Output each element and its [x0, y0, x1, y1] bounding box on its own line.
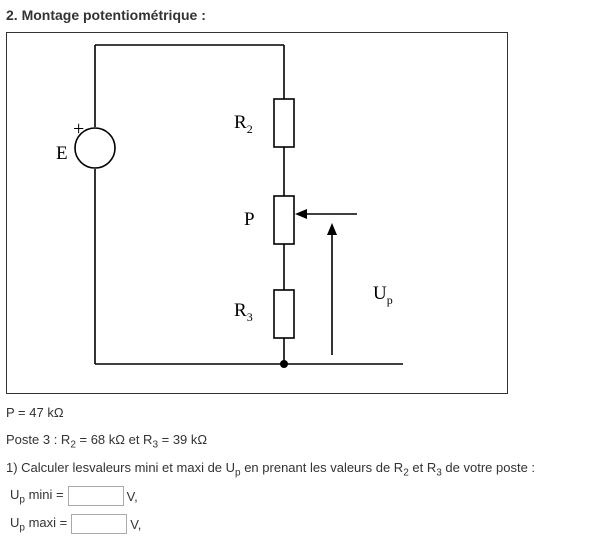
wiper-arrow-head	[295, 209, 307, 219]
up-mini-unit: V,	[126, 488, 138, 504]
up-maxi-label: Up maxi =	[10, 514, 68, 534]
up-mini-input[interactable]	[67, 486, 124, 506]
resistor-r2-symbol	[273, 98, 295, 148]
poste-line: Poste 3 : R2 = 68 kΩ et R3 = 39 kΩ	[6, 432, 208, 451]
up-maxi-row: Up maxi = V,	[10, 514, 141, 534]
label-e: E	[56, 143, 68, 164]
question-line: 1) Calculer lesvaleurs mini et maxi de U…	[6, 460, 536, 479]
up-maxi-unit: V,	[130, 516, 142, 532]
potentiometer-symbol	[273, 195, 295, 245]
source-plus-sign: +	[73, 118, 85, 140]
section-heading: 2. Montage potentiométrique :	[6, 7, 206, 23]
circuit-diagram: + E R2 P R3 Up	[6, 32, 508, 394]
voltage-source-symbol	[74, 127, 116, 169]
up-maxi-input[interactable]	[71, 514, 128, 534]
up-arrow-head	[327, 223, 337, 235]
junction-dot	[280, 360, 288, 368]
circuit-drawing	[74, 44, 403, 368]
label-r3: R3	[234, 300, 253, 324]
up-mini-row: Up mini = V,	[10, 486, 138, 506]
resistor-r3-symbol	[273, 289, 295, 339]
p-value-line: P = 47 kΩ	[6, 405, 64, 420]
label-p: P	[244, 209, 255, 230]
label-r2: R2	[234, 112, 253, 136]
label-up: Up	[373, 283, 393, 307]
up-mini-label: Up mini =	[10, 486, 64, 506]
